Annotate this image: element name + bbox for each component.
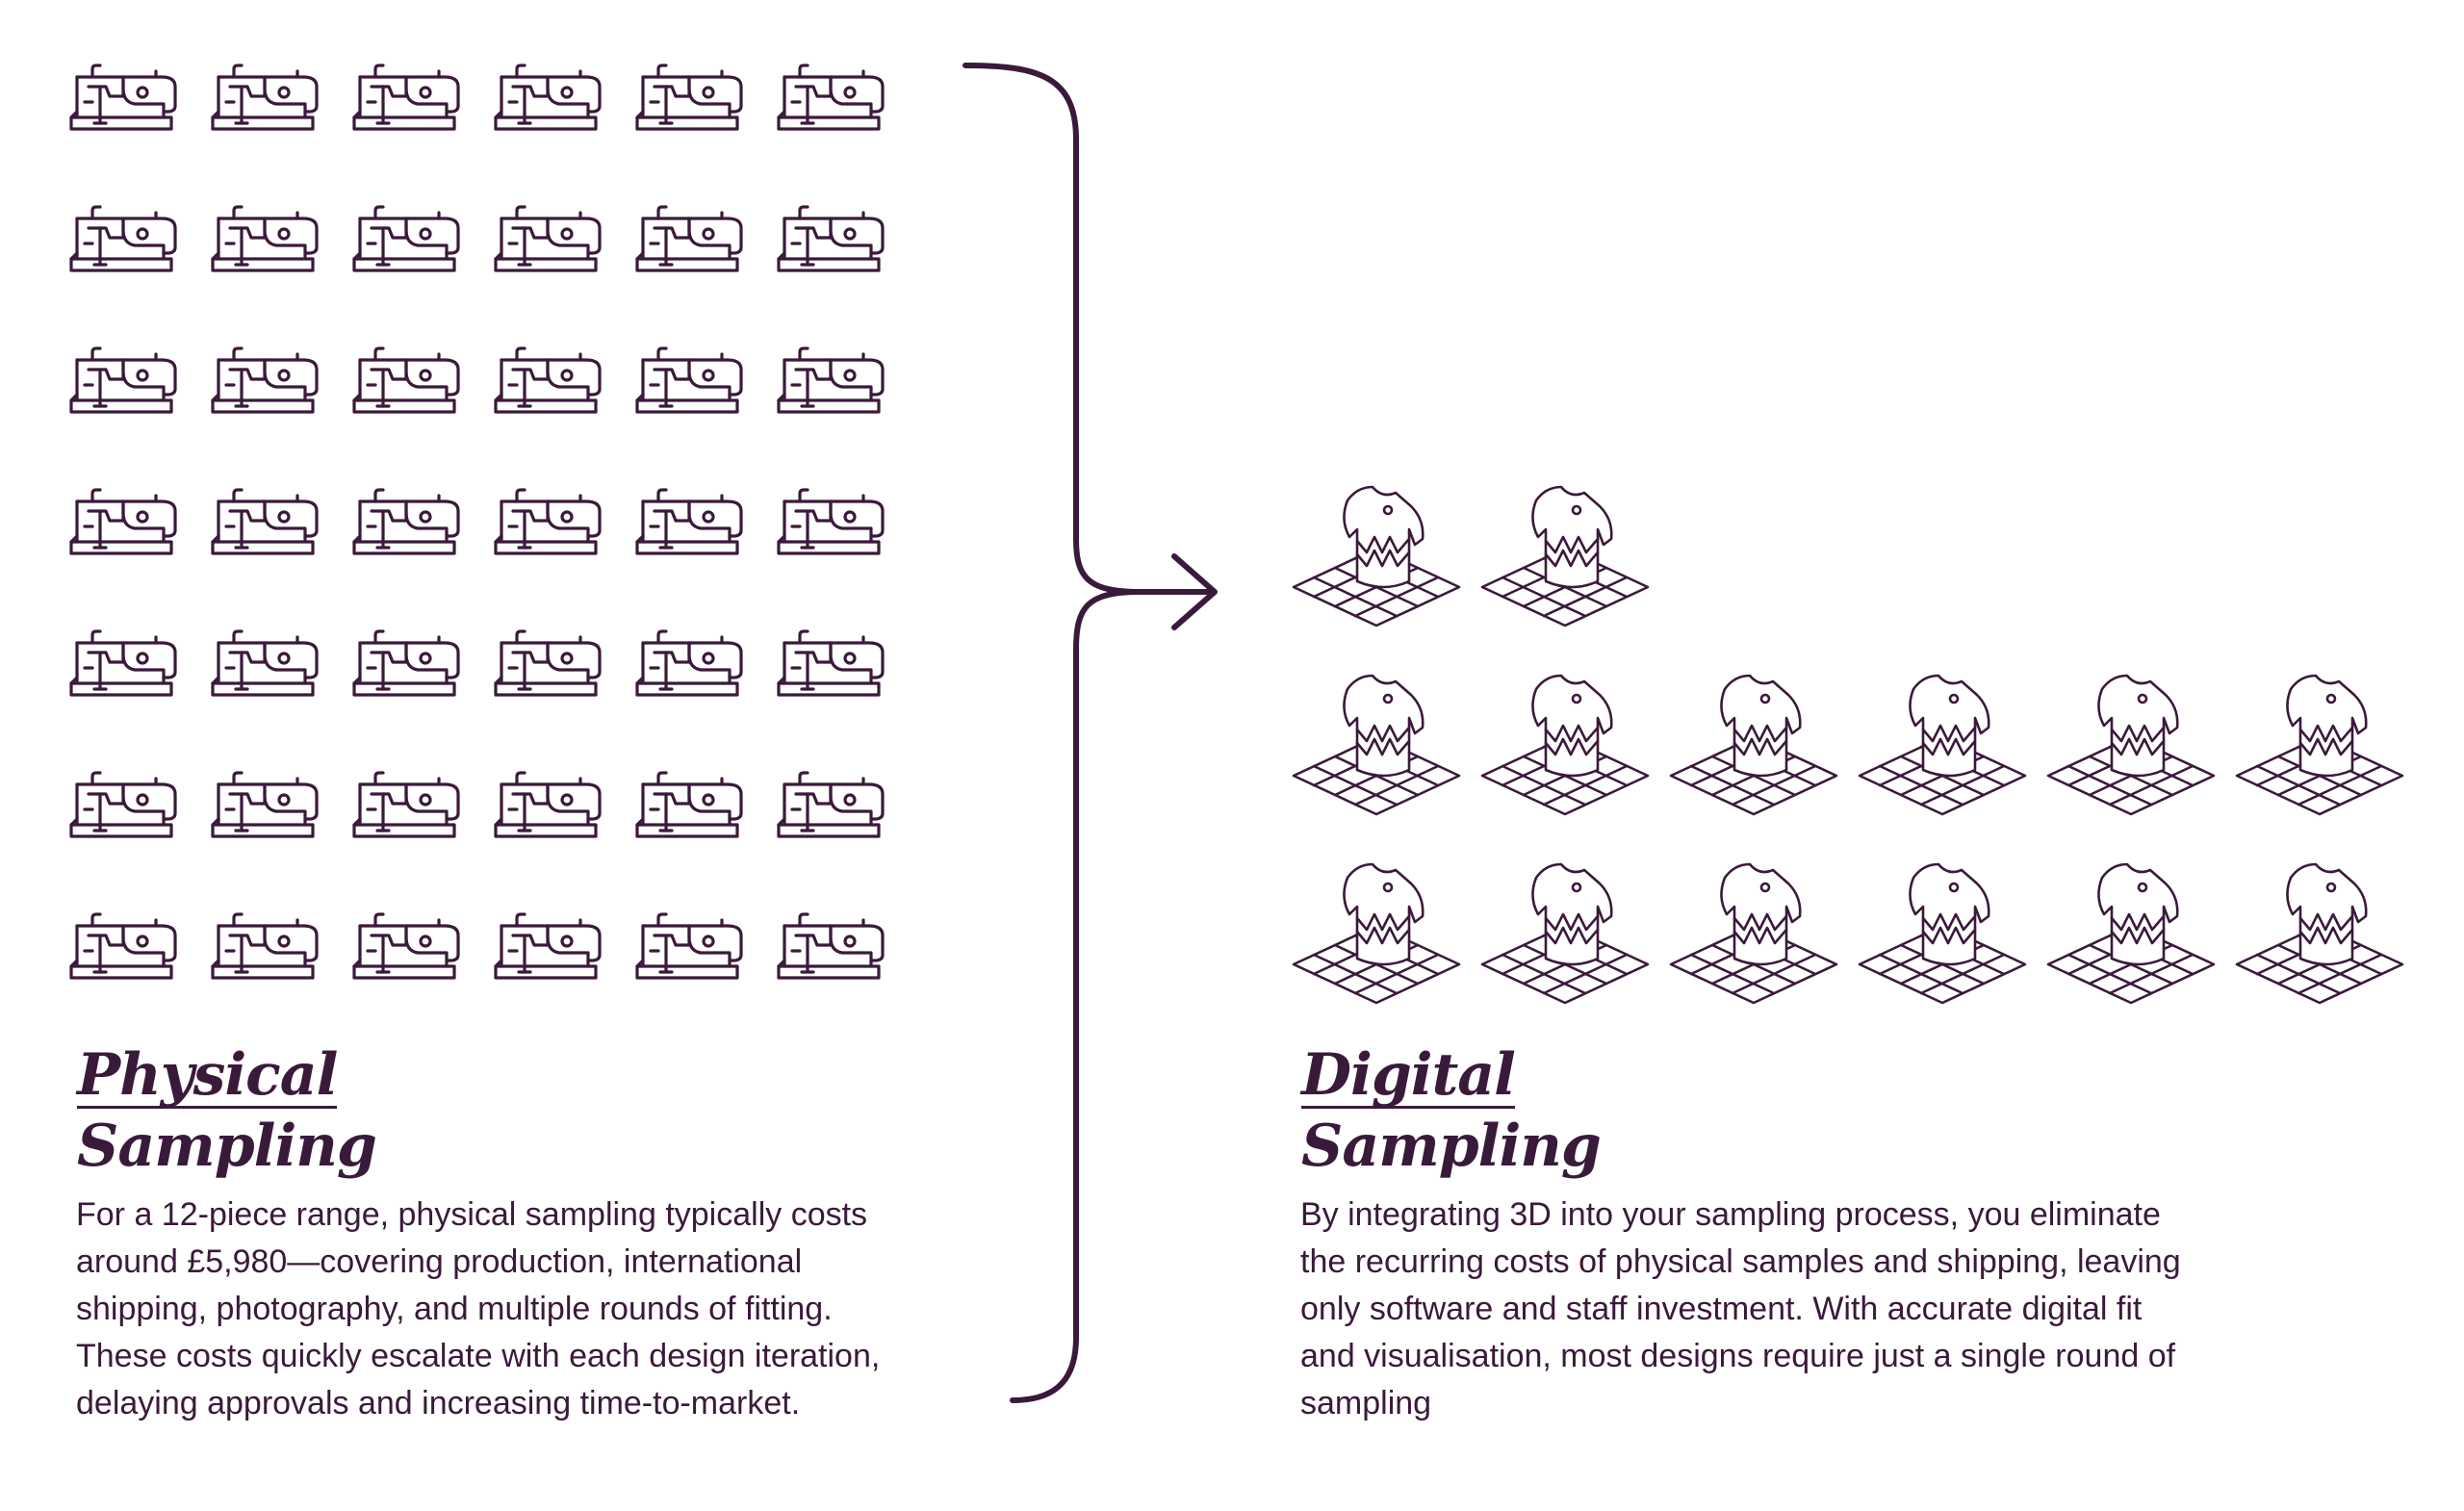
sewing-machine-icon: [492, 897, 611, 993]
sewing-machine-icon: [633, 473, 753, 569]
sewing-machine-icon: [209, 756, 328, 852]
sewing-machine-icon: [209, 48, 328, 144]
sewing-machine-icon: [209, 473, 328, 569]
sewing-machine-icon: [350, 48, 470, 144]
sewing-machine-icon: [209, 190, 328, 286]
3d-tshirt-grid-icon: [2044, 858, 2218, 1012]
sewing-machine-icon: [775, 331, 894, 427]
sewing-machine-icon: [492, 331, 611, 427]
3d-tshirt-grid-icon: [1478, 481, 1652, 635]
sewing-machine-icon: [775, 473, 894, 569]
sewing-machine-icon: [67, 897, 187, 993]
sewing-machine-icon: [492, 614, 611, 710]
sewing-machine-icon: [67, 331, 187, 427]
3d-tshirt-grid-icon: [1290, 670, 1463, 824]
physical-sampling-description: For a 12-piece range, physical sampling …: [76, 1196, 881, 1421]
sewing-machine-icon: [67, 190, 187, 286]
sewing-machine-icon: [350, 473, 470, 569]
sewing-machine-icon: [492, 190, 611, 286]
sewing-machine-icon: [492, 756, 611, 852]
3d-tshirt-grid-icon: [1856, 858, 2029, 1012]
sewing-machine-icon: [350, 331, 470, 427]
tshirt-grid: [1290, 481, 2445, 1020]
physical-sampling-heading: Physical Sampling: [77, 1039, 377, 1182]
digital-heading-line1: Digital: [1301, 1041, 1516, 1109]
sewing-machine-icon: [775, 190, 894, 286]
sewing-machine-icon: [67, 756, 187, 852]
sewing-machine-icon: [492, 48, 611, 144]
sewing-machine-icon: [350, 897, 470, 993]
3d-tshirt-grid-icon: [2044, 670, 2218, 824]
sewing-machine-icon: [67, 48, 187, 144]
digital-sampling-heading: Digital Sampling: [1301, 1039, 1602, 1182]
sewing-machine-icon: [492, 473, 611, 569]
sewing-machine-icon: [633, 331, 753, 427]
sewing-machine-icon: [209, 331, 328, 427]
digital-sampling-description: By integrating 3D into your sampling pro…: [1300, 1196, 2181, 1421]
physical-heading-line2: Sampling: [77, 1113, 377, 1180]
sewing-machine-icon: [209, 614, 328, 710]
sewing-machine-icon: [633, 897, 753, 993]
3d-tshirt-grid-icon: [1478, 858, 1652, 1012]
digital-heading-line2: Sampling: [1301, 1113, 1602, 1180]
sewing-machine-grid: [67, 48, 914, 1001]
sewing-machine-icon: [633, 48, 753, 144]
3d-tshirt-grid-icon: [1290, 481, 1463, 635]
sewing-machine-icon: [775, 756, 894, 852]
3d-tshirt-grid-icon: [1478, 670, 1652, 824]
sewing-machine-icon: [633, 614, 753, 710]
3d-tshirt-grid-icon: [2233, 670, 2406, 824]
sewing-machine-icon: [633, 756, 753, 852]
sewing-machine-icon: [350, 190, 470, 286]
sewing-machine-icon: [633, 190, 753, 286]
3d-tshirt-grid-icon: [1290, 858, 1463, 1012]
3d-tshirt-grid-icon: [1856, 670, 2029, 824]
sewing-machine-icon: [350, 614, 470, 710]
3d-tshirt-grid-icon: [2233, 858, 2406, 1012]
sewing-machine-icon: [67, 473, 187, 569]
physical-heading-line1: Physical: [77, 1041, 338, 1109]
sewing-machine-icon: [775, 48, 894, 144]
sewing-machine-icon: [350, 756, 470, 852]
sewing-machine-icon: [209, 897, 328, 993]
sewing-machine-icon: [67, 614, 187, 710]
sewing-machine-icon: [775, 614, 894, 710]
3d-tshirt-grid-icon: [1667, 858, 1840, 1012]
3d-tshirt-grid-icon: [1667, 670, 1840, 824]
sewing-machine-icon: [775, 897, 894, 993]
